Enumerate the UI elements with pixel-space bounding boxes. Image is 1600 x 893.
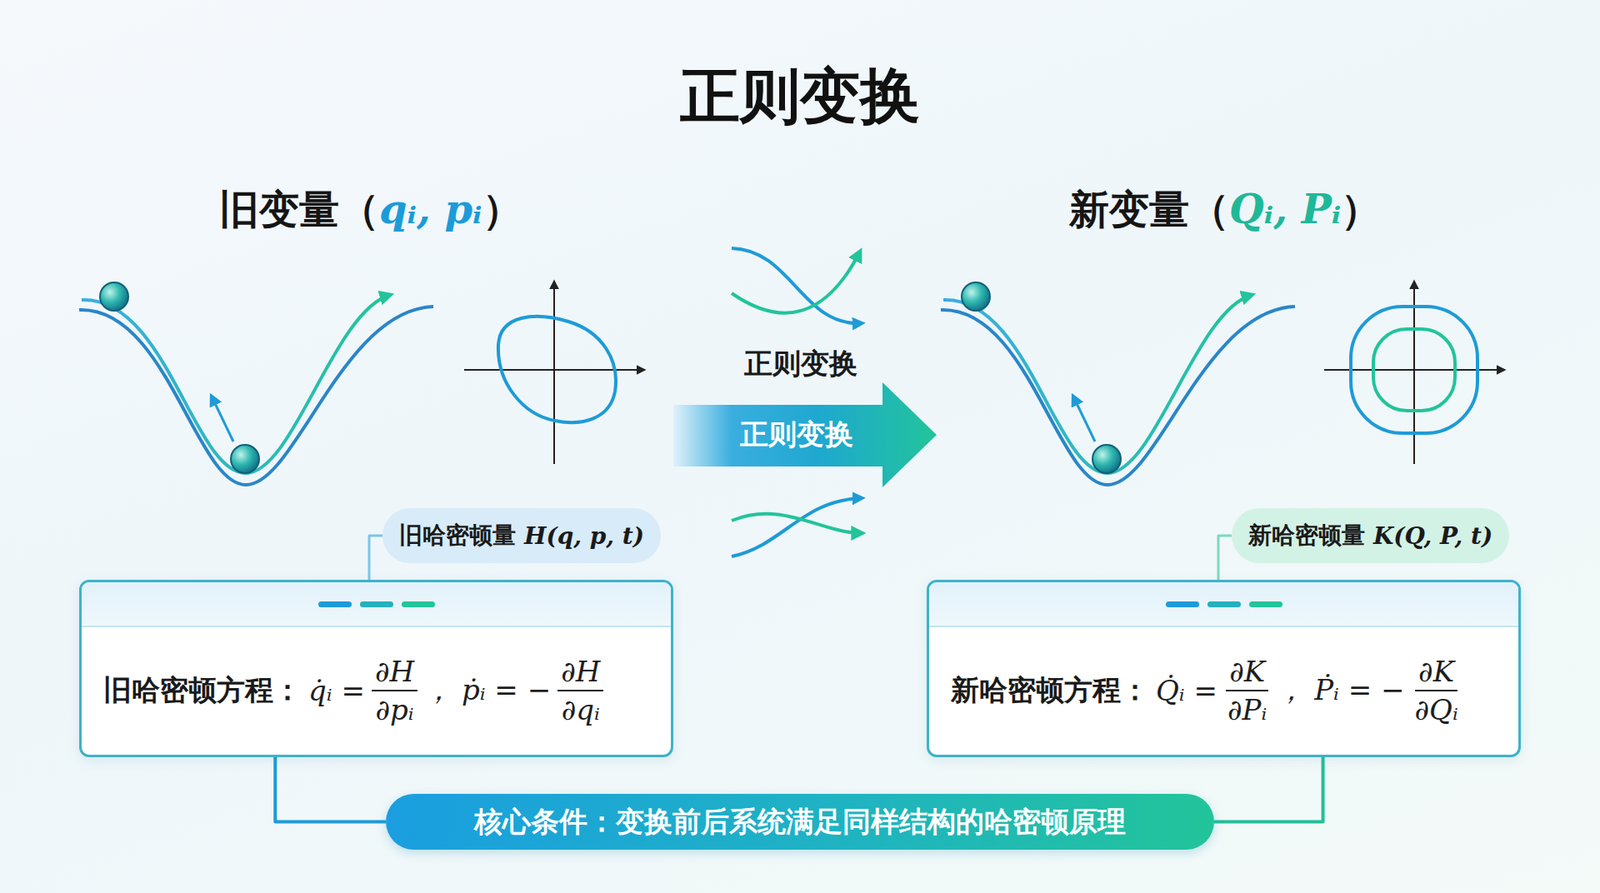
trajectory-arrows <box>731 248 862 557</box>
transform-arrow: 正则变换 <box>673 382 937 488</box>
variable-symbol: Qᵢ, Pᵢ <box>1229 185 1341 233</box>
fraction: ∂K∂Pᵢ <box>1224 655 1270 727</box>
phase-space-plot <box>464 282 644 465</box>
heading-row: 旧变量（qᵢ, pᵢ） <box>219 183 523 237</box>
equation-box: 新哈密顿方程：Q̇ᵢ =∂K∂Pᵢ， Ṗᵢ = −∂K∂Qᵢ <box>926 580 1521 758</box>
equation-term: ， Ṗᵢ = − <box>1276 671 1405 710</box>
fraction: ∂K∂Qᵢ <box>1410 655 1461 727</box>
header-dash <box>1249 601 1283 608</box>
connector-line <box>1214 757 1324 823</box>
variable-heading: 旧变量（ <box>219 183 380 237</box>
connector-line <box>275 757 386 823</box>
fraction-numerator: ∂H <box>371 655 418 692</box>
condition-text: 核心条件：变换前后系统满足同样结构的哈密顿原理 <box>474 803 1126 842</box>
header-dash <box>1165 601 1200 608</box>
box-body: 新哈密顿方程：Q̇ᵢ =∂K∂Pᵢ， Ṗᵢ = −∂K∂Qᵢ <box>929 627 1519 755</box>
hamiltonian-tag: 新哈密顿量 K(Q, P, t) <box>1231 508 1510 564</box>
heading-row: 新变量（Qᵢ, Pᵢ） <box>1069 183 1381 237</box>
tag-formula: K(Q, P, t) <box>1373 522 1493 550</box>
fraction-denominator: ∂Qᵢ <box>1410 691 1461 727</box>
fraction-numerator: ∂H <box>557 655 604 692</box>
potential-well <box>940 282 1295 485</box>
connector-line <box>1218 535 1232 580</box>
header-dash <box>360 601 394 608</box>
potential-well <box>79 282 434 485</box>
fraction-numerator: ∂K <box>1415 655 1458 692</box>
condition-bar: 核心条件：变换前后系统满足同样结构的哈密顿原理 <box>385 794 1215 850</box>
variable-heading: 新变量（ <box>1069 183 1230 237</box>
box-body: 旧哈密顿方程：q̇ᵢ =∂H∂pᵢ， ṗᵢ = −∂H∂qᵢ <box>81 627 671 755</box>
tag-text: 旧哈密顿量 <box>399 520 516 552</box>
hamiltonian-tag: 旧哈密顿量 H(q, p, t) <box>382 508 661 564</box>
connector-line <box>369 535 383 580</box>
fraction: ∂H∂pᵢ <box>371 655 418 727</box>
box-header <box>929 582 1519 628</box>
tag-text: 新哈密顿量 <box>1248 520 1365 552</box>
fraction-denominator: ∂Pᵢ <box>1224 691 1270 727</box>
header-dash <box>1207 601 1241 608</box>
box-header <box>81 582 671 628</box>
fraction: ∂H∂qᵢ <box>557 655 604 727</box>
header-dash <box>318 601 352 608</box>
arrow-text: 正则变换 <box>740 415 854 455</box>
header-dash <box>401 601 435 608</box>
equation-term: q̇ᵢ = <box>308 674 365 708</box>
fraction-denominator: ∂pᵢ <box>371 691 417 727</box>
variable-symbol: qᵢ, pᵢ <box>379 185 483 233</box>
equation-term: Q̇ᵢ = <box>1155 674 1218 708</box>
variable-heading: ） <box>1340 183 1381 237</box>
fraction-numerator: ∂K <box>1225 655 1269 692</box>
diagram-title: 正则变换 <box>680 56 920 137</box>
variable-heading: ） <box>482 183 523 237</box>
transform-label: 正则变换 <box>744 345 858 384</box>
equation-label: 新哈密顿方程： <box>950 671 1150 710</box>
tag-formula: H(q, p, t) <box>524 522 645 550</box>
phase-space-plot <box>1324 282 1504 465</box>
fraction-denominator: ∂qᵢ <box>558 691 604 727</box>
equation-term: ， ṗᵢ = − <box>424 671 551 710</box>
equation-box: 旧哈密顿方程：q̇ᵢ =∂H∂pᵢ， ṗᵢ = −∂H∂qᵢ <box>79 580 674 758</box>
equation-label: 旧哈密顿方程： <box>103 671 302 710</box>
